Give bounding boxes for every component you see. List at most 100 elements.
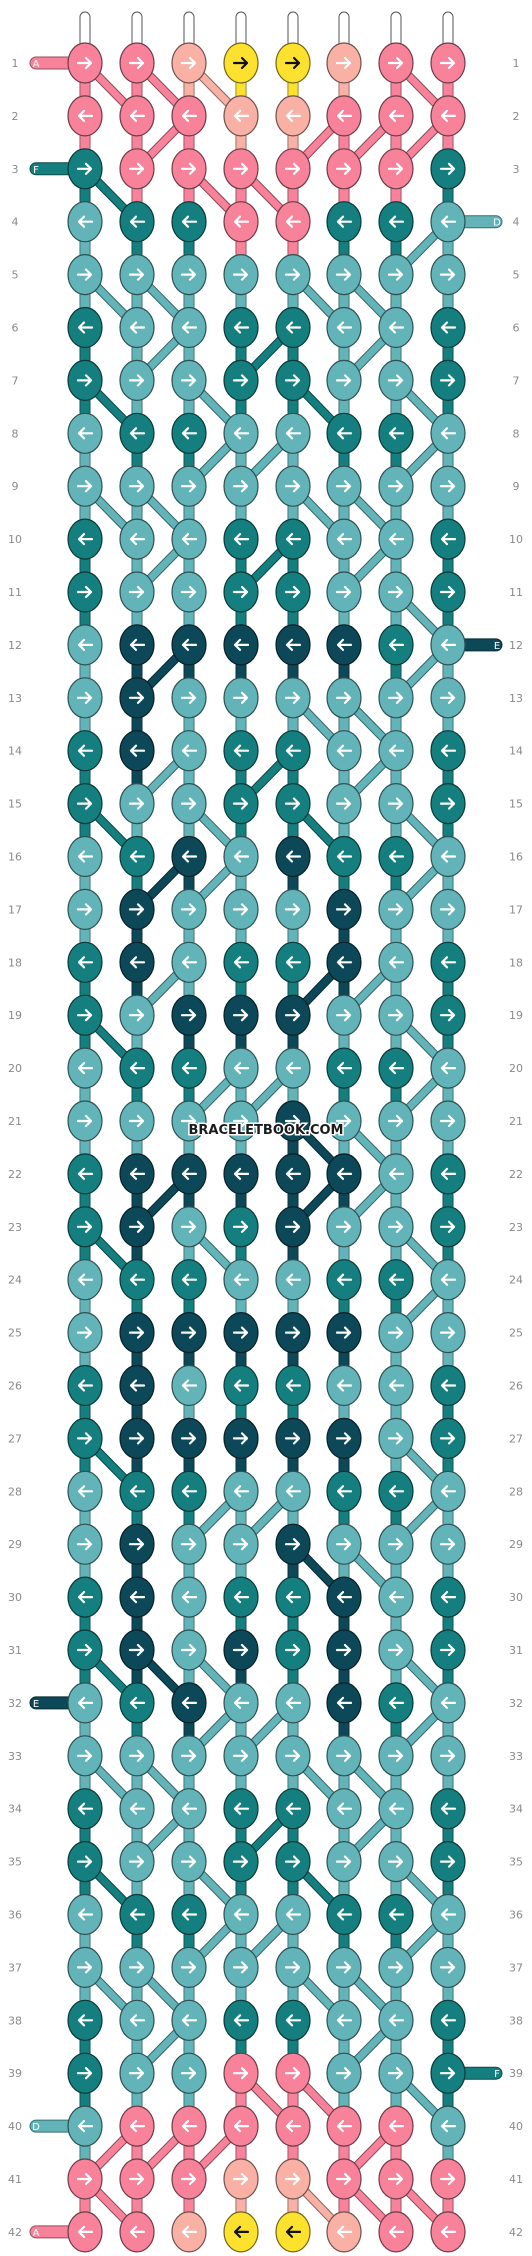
knot [171, 1311, 207, 1354]
arrow-path [181, 1273, 198, 1286]
arrow-path [76, 797, 93, 810]
knot-grid [67, 42, 466, 2253]
arrow-path [232, 480, 249, 493]
arrow-path [284, 2172, 301, 2186]
arrow-path [335, 1855, 352, 1868]
arrow-path [77, 1379, 94, 1392]
knot [67, 2105, 103, 2147]
arrow-right-icon [128, 1432, 145, 1445]
arrow-right-icon [439, 268, 456, 281]
knot [378, 1100, 414, 1142]
arrow-left-icon [77, 533, 94, 546]
knot [326, 1100, 362, 1142]
arrow-left-icon [181, 1591, 198, 1604]
arrow-path [129, 1802, 146, 1815]
arrow-left-icon [388, 1908, 405, 1921]
arrow-right-icon [284, 691, 301, 704]
knot [275, 2052, 311, 2094]
knot [430, 2211, 466, 2253]
arrow-path [232, 1220, 249, 1233]
arrow-path [388, 1696, 405, 1709]
arrow-path [285, 1908, 302, 1921]
arrow-path [285, 1062, 302, 1075]
arrow-left-icon [233, 744, 250, 757]
arrow-path [336, 744, 353, 757]
arrow-path [439, 1009, 456, 1022]
knot [67, 1893, 103, 1936]
arrow-path [335, 1538, 352, 1551]
knot [430, 1364, 466, 1407]
row-number-right: 33 [509, 1750, 523, 1763]
arrow-left-icon [336, 850, 353, 863]
knot [119, 571, 155, 613]
row-number-left: 20 [8, 1062, 22, 1075]
knot [67, 1311, 103, 1354]
arrow-left-icon [181, 1696, 198, 1709]
knot [430, 1100, 466, 1142]
arrow-path [76, 585, 93, 599]
knot [119, 95, 155, 137]
knot [67, 306, 103, 349]
arrow-path [388, 956, 405, 969]
arrow-left-icon [388, 956, 405, 969]
knot [430, 677, 466, 719]
arrow-right-icon [387, 2172, 404, 2186]
arrow-left-icon [388, 638, 405, 651]
row-number-left: 36 [8, 1909, 22, 1922]
arrow-right-icon [76, 1432, 93, 1445]
arrow-path [77, 2014, 94, 2027]
arrow-left-icon [285, 1908, 302, 1921]
arrow-left-icon [440, 1802, 457, 1815]
arrow-left-icon [336, 1167, 353, 1180]
knot [171, 677, 207, 719]
knot [171, 2105, 207, 2147]
arrow-left-icon [181, 956, 198, 969]
knot [223, 306, 259, 349]
knot [67, 1364, 103, 1407]
arrow-path [284, 1961, 301, 1974]
arrow-path [128, 2067, 145, 2080]
arrow-path [285, 1379, 302, 1392]
knot [223, 1206, 259, 1248]
arrow-left-icon [388, 1696, 405, 1709]
arrow-path [336, 2120, 353, 2133]
arrow-path [129, 1167, 146, 1180]
arrow-right-icon [335, 480, 352, 493]
arrow-path [180, 1009, 197, 1022]
arrow-path [232, 1961, 249, 1974]
arrow-left-icon [285, 2014, 302, 2027]
knot [378, 254, 414, 296]
knot [119, 1100, 155, 1142]
knot [378, 1206, 414, 1248]
row-number-left: 34 [8, 1803, 22, 1816]
arrow-right-icon [387, 1326, 404, 1339]
row-number-right: 11 [509, 586, 523, 599]
knot [223, 571, 259, 613]
arrow-left-icon [181, 533, 198, 546]
knot [275, 2105, 311, 2147]
knot [378, 1047, 414, 1089]
knot [223, 1682, 259, 1724]
knot [223, 1893, 259, 1936]
row-number-left: 6 [12, 322, 19, 335]
arrow-right-icon [180, 1538, 197, 1551]
knot [378, 1946, 414, 1989]
arrow-path [233, 2120, 250, 2133]
arrow-path [233, 1802, 250, 1815]
arrow-path [387, 56, 404, 70]
arrow-left-icon [181, 1273, 198, 1286]
arrow-right-icon [232, 56, 249, 70]
knot [119, 994, 155, 1036]
arrow-right-icon [128, 1326, 145, 1339]
arrow-left-icon [440, 638, 457, 651]
arrow-path [180, 1538, 197, 1551]
arrow-path [285, 321, 302, 334]
row-number-left: 14 [8, 745, 22, 758]
knot [326, 1576, 362, 1618]
arrow-path [128, 1326, 145, 1339]
arrow-right-icon [335, 1749, 352, 1762]
knot [67, 1259, 103, 1301]
arrow-left-icon [77, 2225, 94, 2238]
knot [326, 2158, 362, 2200]
knot [119, 677, 155, 719]
